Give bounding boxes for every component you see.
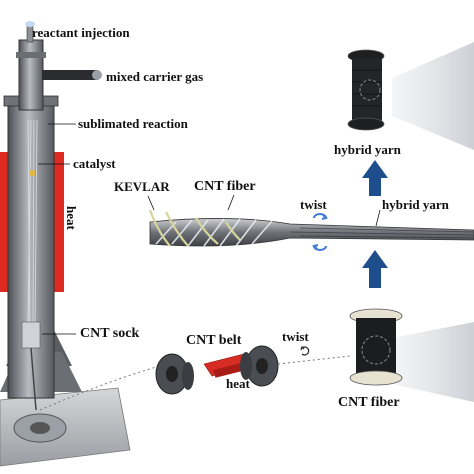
label-twist-lower: twist [282,329,309,344]
hybrid-yarn-cable [148,209,474,247]
label-heat-furnace: heat [64,206,79,230]
label-cnt-sock: CNT sock [80,326,140,341]
label-reactant-injection: reactant injection [32,25,130,40]
reactant-injection-nozzle [25,21,35,27]
label-cnt-fiber-spool: CNT fiber [338,395,400,410]
label-cnt-fiber-top: CNT fiber [194,179,256,194]
label-catalyst: catalyst [73,156,116,171]
cnt-belt-assembly [155,345,351,395]
hybrid-yarn-spool [347,42,474,150]
cnt-fiber-spool [349,308,474,402]
twist-lower-icon [300,345,310,356]
label-hybrid-yarn-top: hybrid yarn [334,142,401,157]
upward-arrow-lower [362,250,388,288]
label-kevlar: KEVLAR [114,179,170,194]
label-heat-belt: heat [226,376,250,391]
upward-arrow-upper [362,160,388,196]
cnt-sock [21,321,41,411]
sock-to-belt-dotted-line [39,365,161,411]
label-mixed-carrier-gas: mixed carrier gas [106,69,204,84]
label-cnt-belt: CNT belt [186,333,242,348]
twist-upper-icon [312,213,328,251]
label-hybrid-yarn-right: hybrid yarn [382,197,449,212]
label-twist-upper: twist [300,197,327,212]
label-sublimated-reaction: sublimated reaction [78,116,188,131]
carrier-gas-pipe [42,70,102,80]
leader-lines [38,123,381,335]
